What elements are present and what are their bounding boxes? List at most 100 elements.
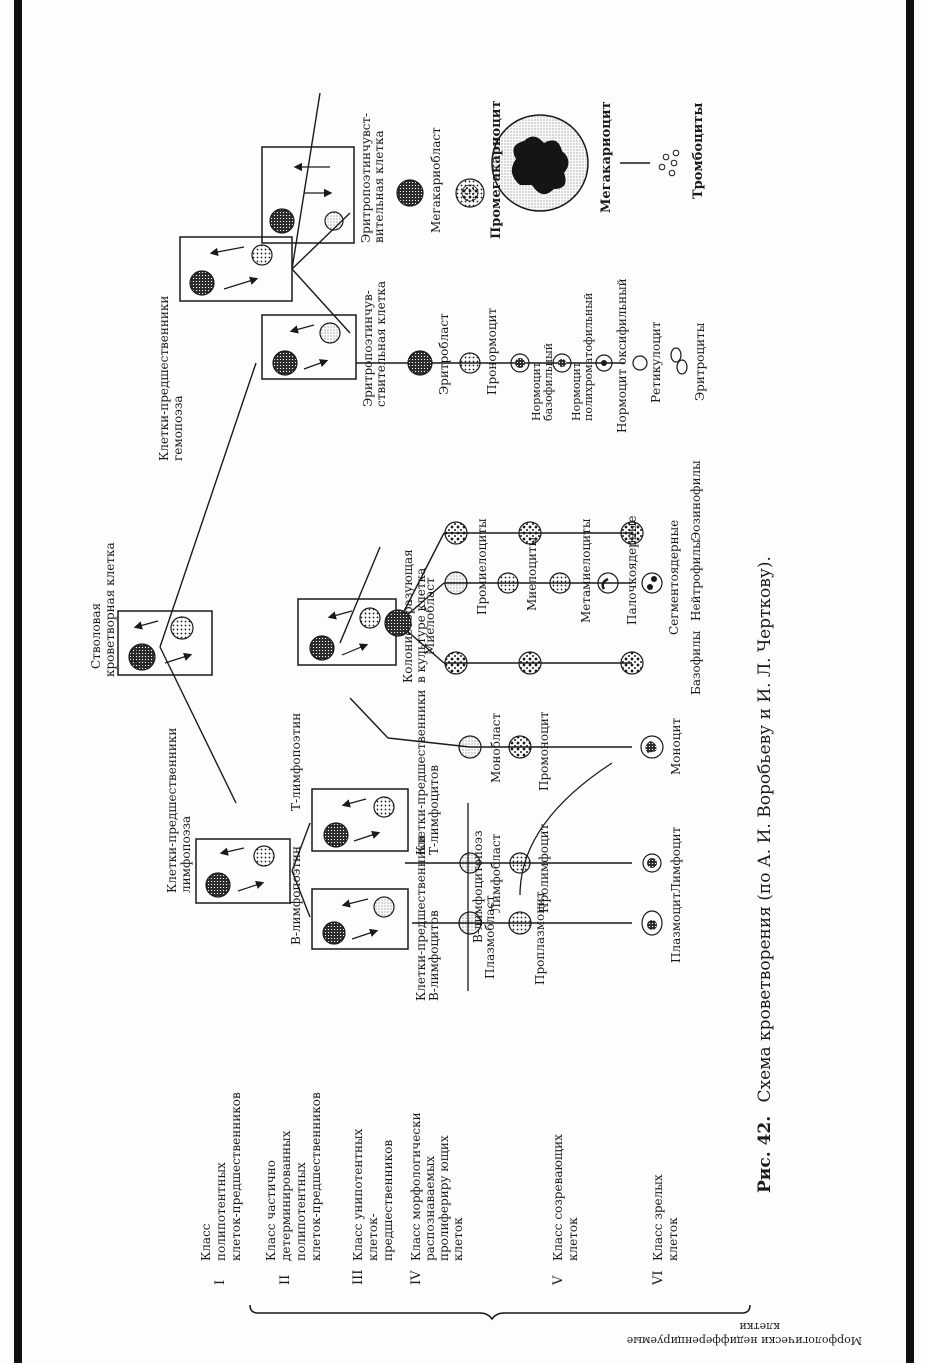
- svg-text:Мегакариобласт: Мегакариобласт: [429, 127, 443, 233]
- hemo-precursors-label-2: гемопоэза: [171, 395, 185, 461]
- t-precursors-label-2: Т-лимфоцитов: [427, 765, 441, 855]
- plasma-line: Плазмобласт Проплазмоцит Плазмоцит: [458, 891, 683, 985]
- erythro-sensitive-box-2: [261, 146, 355, 244]
- svg-text:Класс морфологически: Класс морфологически: [409, 1112, 423, 1261]
- svg-text:I: I: [213, 1280, 228, 1285]
- erythro-sensitive-label-2b: вительная клетка: [372, 130, 386, 243]
- svg-text:Класс частично: Класс частично: [264, 1160, 278, 1261]
- svg-text:Проплазмоцит: Проплазмоцит: [533, 891, 547, 985]
- b-precursors-label-1: Клетки-предшественники: [414, 836, 428, 1001]
- lymph-precursors-label-1: Клетки-предшественники: [165, 728, 179, 893]
- cfu-label-2: в культуре клетка: [414, 568, 428, 683]
- undifferentiated-cells-label: Морфологически недифференцируемые клетки: [627, 1320, 862, 1347]
- svg-text:VI: VI: [651, 1270, 666, 1286]
- t-precursors-label-1: Клетки-предшественники: [414, 690, 428, 855]
- svg-text:Пролимфоцит: Пролимфоцит: [537, 823, 551, 913]
- svg-text:распознаваемых: распознаваемых: [423, 1156, 437, 1261]
- svg-text:Монобласт: Монобласт: [489, 713, 503, 783]
- erythrocyte-line: Эритробласт Пронормоцит Нормоцит базофил…: [407, 278, 707, 433]
- svg-text:Нормоцит: Нормоцит: [570, 362, 583, 421]
- svg-text:Промоноцит: Промоноцит: [537, 711, 551, 791]
- svg-text:Ретикулоцит: Ретикулоцит: [649, 321, 663, 403]
- svg-text:Метамиелоциты: Метамиелоциты: [579, 518, 593, 623]
- svg-text:Класс созревающих: Класс созревающих: [551, 1134, 565, 1261]
- tree-lines: [159, 92, 632, 924]
- b-precursors-label-2: В-лимфоцитов: [427, 910, 441, 1001]
- granulocyte-lines: Миелобласт Промиелоциты Миелоциты Метами…: [384, 460, 703, 695]
- lymphocyte-arc: [519, 762, 613, 896]
- svg-text:Нормоцит оксифильный: Нормоцит оксифильный: [615, 278, 629, 433]
- erythro-sensitive-label-2a: Эритропоэтинчувст-: [359, 113, 373, 243]
- class-IV: IV Класс морфологически распознаваемых п…: [409, 1112, 465, 1285]
- svg-text:Плазмоцит: Плазмоцит: [669, 892, 683, 963]
- erythro-sensitive-label-1a: Эритропоэтинчув-: [361, 290, 375, 407]
- svg-text:Эритробласт: Эритробласт: [437, 313, 451, 395]
- class-V: V Класс созревающих клеток: [551, 1134, 580, 1286]
- b-precursor-box: [311, 888, 409, 950]
- class-III: III Класс унипотентных клеток- предшеств…: [351, 1128, 395, 1285]
- t-lymphopoietin-label: Т-лимфопоэтин: [289, 713, 303, 811]
- class-I: I Класс полипотентных клеток-предшествен…: [199, 1092, 243, 1285]
- lymph-precursors-label-2: лимфопоэза: [179, 816, 193, 893]
- hemo-precursor-box: [179, 236, 293, 302]
- monocyte-line: Монобласт Промоноцит Моноцит: [458, 711, 683, 791]
- svg-text:базофильный: базофильный: [542, 343, 555, 421]
- svg-text:IV: IV: [409, 1270, 424, 1285]
- megakaryocyte-line: Мегакариобласт Промегакариоцит Мегакарио…: [396, 100, 706, 239]
- svg-text:Эритроциты: Эритроциты: [693, 322, 707, 401]
- lymphocyte-line: Лимфобласт Пролимфоцит Лимфоцит: [459, 823, 683, 913]
- svg-text:клеток-: клеток-: [366, 1213, 380, 1261]
- figure-caption: Рис. 42. Схема кроветворения (по А. И. В…: [755, 556, 775, 1193]
- svg-text:клеток-предшественников: клеток-предшественников: [309, 1092, 323, 1261]
- svg-text:Нормоцит: Нормоцит: [530, 362, 543, 421]
- svg-text:Класс: Класс: [199, 1223, 213, 1261]
- svg-text:детерминированных: детерминированных: [279, 1130, 293, 1261]
- svg-text:Плазмобласт: Плазмобласт: [483, 895, 497, 979]
- lymph-precursor-box: [195, 838, 291, 904]
- svg-text:полипотентных: полипотентных: [214, 1162, 228, 1261]
- stem-label-1: Стволовая: [89, 603, 103, 669]
- scan-edge-left: [14, 0, 22, 1363]
- side-label-line2: клетки: [739, 1320, 780, 1333]
- svg-text:предшественников: предшественников: [381, 1140, 395, 1261]
- class-bracket: [249, 1304, 751, 1321]
- stem-cell: [128, 643, 156, 671]
- b-lymphopoietin-label: В-лимфопоэтин: [289, 846, 303, 945]
- svg-text:Эозинофилы: Эозинофилы: [689, 460, 703, 541]
- scan-edge-right: [906, 0, 914, 1363]
- stem-label-2: кроветворная клетка: [103, 542, 117, 677]
- svg-text:полихроматофильный: полихроматофильный: [582, 293, 595, 421]
- stem-cell-box: [117, 610, 213, 676]
- svg-text:клеток: клеток: [451, 1217, 465, 1261]
- svg-text:Мегакариоцит: Мегакариоцит: [599, 101, 614, 213]
- svg-text:Лимфобласт: Лимфобласт: [489, 833, 503, 913]
- hemo-precursors-label-1: Клетки-предшественники: [157, 296, 171, 461]
- svg-text:Моноцит: Моноцит: [669, 718, 683, 775]
- erythro-sensitive-box-1: [261, 314, 357, 380]
- svg-text:Нейтрофилы: Нейтрофилы: [689, 539, 703, 621]
- svg-text:V: V: [551, 1275, 566, 1286]
- class-II: II Класс частично детерминированных поли…: [264, 1092, 323, 1285]
- svg-text:II: II: [278, 1275, 293, 1285]
- svg-text:Класс унипотентных: Класс унипотентных: [351, 1128, 365, 1261]
- svg-text:Пронормоцит: Пронормоцит: [485, 307, 499, 395]
- svg-text:Миелобласт: Миелобласт: [423, 577, 437, 655]
- svg-text:клеток-предшественников: клеток-предшественников: [229, 1092, 243, 1261]
- svg-text:клеток: клеток: [566, 1217, 580, 1261]
- svg-text:Миелоциты: Миелоциты: [525, 536, 539, 611]
- side-label-line1: Морфологически недифференцируемые: [627, 1334, 862, 1347]
- t-precursor-box: [311, 788, 409, 852]
- svg-text:Промиелоциты: Промиелоциты: [475, 518, 489, 615]
- svg-text:Базофилы: Базофилы: [689, 630, 703, 695]
- svg-text:Сегментоядерные: Сегментоядерные: [667, 520, 681, 635]
- svg-text:полипотентных: полипотентных: [294, 1162, 308, 1261]
- svg-text:Тромбоциты: Тромбоциты: [691, 103, 706, 199]
- svg-text:пролифериру ющих: пролифериру ющих: [437, 1135, 451, 1261]
- svg-text:Класс зрелых: Класс зрелых: [651, 1174, 665, 1261]
- class-VI: VI Класс зрелых клеток: [651, 1174, 680, 1286]
- svg-text:Лимфоцит: Лимфоцит: [669, 826, 683, 893]
- svg-text:клеток: клеток: [666, 1217, 680, 1261]
